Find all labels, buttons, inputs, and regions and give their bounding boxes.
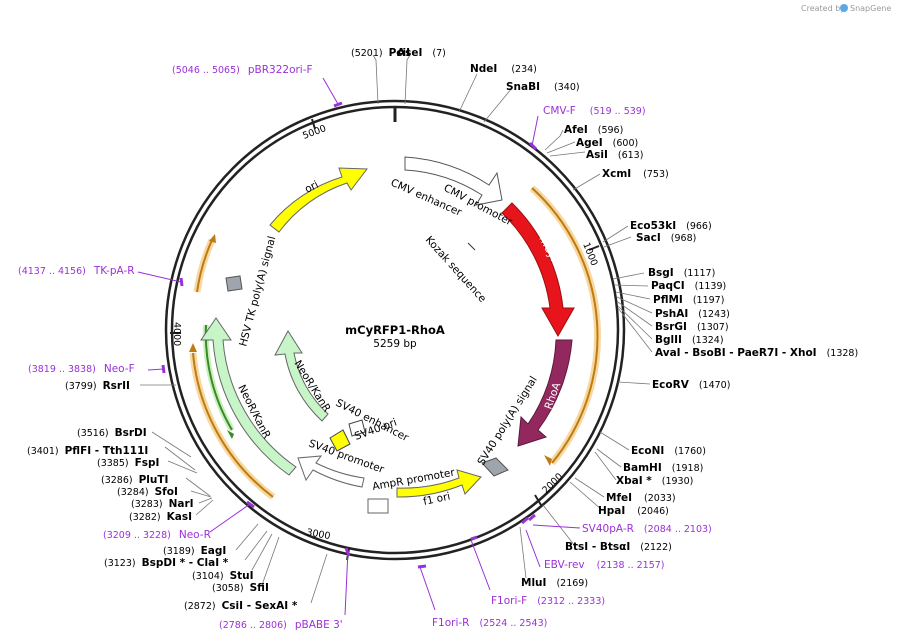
enzyme-econi[interactable]: EcoNI(1760) <box>631 445 706 457</box>
enzyme-bglii[interactable]: BglII(1324) <box>655 334 724 346</box>
enzyme-csii-sexai[interactable]: (2872)CsiI - SexAI * <box>184 600 298 612</box>
primer-pbabe-3[interactable]: (2786 .. 2806)pBABE 3' <box>219 619 343 631</box>
label-hsvtk-polya: HSV TK poly(A) signal <box>237 235 278 348</box>
plasmid-name: mCyRFP1-RhoA <box>345 323 445 337</box>
primer-pbr322ori-f[interactable]: (5046 .. 5065)pBR322ori-F <box>172 64 313 76</box>
tick-2000: 2000 <box>540 471 565 496</box>
enzyme-bspdi-clai[interactable]: (3123)BspDI * - ClaI * <box>104 557 229 569</box>
enzyme-mlui[interactable]: MluI(2169) <box>521 577 588 589</box>
primer-f1ori-r[interactable]: F1ori-R(2524 .. 2543) <box>432 617 547 629</box>
feature-sv40-enhancer[interactable] <box>348 419 366 437</box>
enzyme-afei[interactable]: AfeI(596) <box>564 124 623 136</box>
feature-mcyrfp1[interactable] <box>501 202 575 338</box>
enzyme-bsrgi[interactable]: BsrGI(1307) <box>655 321 729 333</box>
tick-3000: 3000 <box>305 527 331 542</box>
enzyme-avai-bsobi-paer7i-xhoi[interactable]: AvaI - BsoBI - PaeR7I - XhoI(1328) <box>655 347 858 359</box>
enzyme-xbai[interactable]: XbaI *(1930) <box>616 475 693 487</box>
enzyme-bamhi[interactable]: BamHI(1918) <box>623 462 703 474</box>
feature-cmv-promoter[interactable] <box>404 156 503 206</box>
label-kozak: Kozak sequence <box>423 234 489 305</box>
feature-sv40-ori[interactable] <box>329 429 351 452</box>
enzyme-saci[interactable]: SacI(968) <box>636 232 696 244</box>
feature-kozak[interactable] <box>467 242 476 251</box>
enzyme-xcmi[interactable]: XcmI(753) <box>602 168 669 180</box>
enzyme-paqci[interactable]: PaqCI(1139) <box>651 280 726 292</box>
primer-tk-pa-r[interactable]: (4137 .. 4156)TK-pA-R <box>18 265 135 277</box>
feature-sv40-promoter[interactable] <box>297 455 365 488</box>
enzyme-eagi[interactable]: (3189)EagI <box>163 545 226 557</box>
enzyme-ecorv[interactable]: EcoRV(1470) <box>652 379 730 391</box>
enzyme-hpai[interactable]: HpaI(2046) <box>598 505 669 517</box>
enzyme-pflfi-tth111i[interactable]: (3401)PflFI - Tth111I <box>27 445 148 457</box>
enzyme-pcii[interactable]: (5201)PciI <box>351 47 410 59</box>
primer-marks <box>161 101 538 569</box>
snapgene-logo-icon <box>840 4 848 12</box>
enzyme-mfei[interactable]: MfeI(2033) <box>606 492 676 504</box>
backbone-inner-ring <box>170 105 620 555</box>
enzyme-ndei[interactable]: NdeI(234) <box>470 63 537 75</box>
credit-brand: SnapGene <box>850 4 891 13</box>
label-rhoa: RhoA <box>543 380 564 411</box>
feature-ori[interactable] <box>269 167 368 233</box>
features <box>200 156 575 514</box>
feature-neokan-outer[interactable] <box>200 317 297 476</box>
label-ori: ori <box>303 179 321 196</box>
enzyme-bsgi[interactable]: BsgI(1117) <box>648 267 715 279</box>
enzyme-asei[interactable]: AseI(7) <box>397 47 446 59</box>
enzyme-stui[interactable]: (3104)StuI <box>192 570 254 582</box>
orf-arcs <box>189 185 601 500</box>
primer-neo-f[interactable]: (3819 .. 3838)Neo-F <box>28 363 135 375</box>
feature-hsvtk-polya[interactable] <box>225 275 243 292</box>
enzyme-agei[interactable]: AgeI(600) <box>576 137 638 149</box>
primer-ebv-rev[interactable]: EBV-rev(2138 .. 2157) <box>544 559 665 571</box>
plasmid-length: 5259 bp <box>373 338 417 350</box>
enzyme-pflmi[interactable]: PflMI(1197) <box>653 294 724 306</box>
feature-sv40-polya[interactable] <box>481 457 509 477</box>
enzyme-nari[interactable]: (3283)NarI <box>131 498 194 510</box>
credit-created-by: Created by <box>801 4 845 13</box>
enzyme-asii[interactable]: AsiI(613) <box>586 149 643 161</box>
feature-ampr-promoter[interactable] <box>367 498 389 514</box>
label-f1-ori: f1 ori <box>422 491 451 508</box>
enzyme-kasi[interactable]: (3282)KasI <box>129 511 192 523</box>
feature-rhoa[interactable] <box>517 339 573 447</box>
enzyme-pshai[interactable]: PshAI(1243) <box>655 308 730 320</box>
enzyme-eco53ki[interactable]: Eco53kI(966) <box>630 220 712 232</box>
primer-leaders <box>137 77 581 616</box>
tick-4000: 4000 <box>171 322 182 346</box>
enzyme-sfii[interactable]: (3058)SfiI <box>212 582 269 594</box>
feature-f1-ori[interactable] <box>396 469 482 498</box>
enzyme-leaders <box>140 54 653 604</box>
primer-sv40pa-r[interactable]: SV40pA-R(2084 .. 2103) <box>582 523 712 535</box>
enzyme-bsrdi[interactable]: (3516)BsrDI <box>77 427 147 439</box>
feature-neokan-inner[interactable] <box>274 330 329 422</box>
enzyme-sfoi[interactable]: (3284)SfoI <box>117 486 178 498</box>
enzyme-btsi[interactable]: BtsI - BtsαI(2122) <box>565 541 672 553</box>
enzyme-pluti[interactable]: (3286)PluTI <box>101 474 168 486</box>
enzyme-snabi[interactable]: SnaBI(340) <box>506 81 580 93</box>
primer-f1ori-f[interactable]: F1ori-F(2312 .. 2333) <box>491 595 605 607</box>
primer-cmv-f[interactable]: CMV-F(519 .. 539) <box>543 105 646 117</box>
enzyme-fspi[interactable]: (3385)FspI <box>97 457 159 469</box>
primer-neo-r[interactable]: (3209 .. 3228)Neo-R <box>103 529 211 541</box>
backbone-outer-ring <box>164 99 626 561</box>
enzyme-rsrii[interactable]: (3799)RsrII <box>65 380 130 392</box>
